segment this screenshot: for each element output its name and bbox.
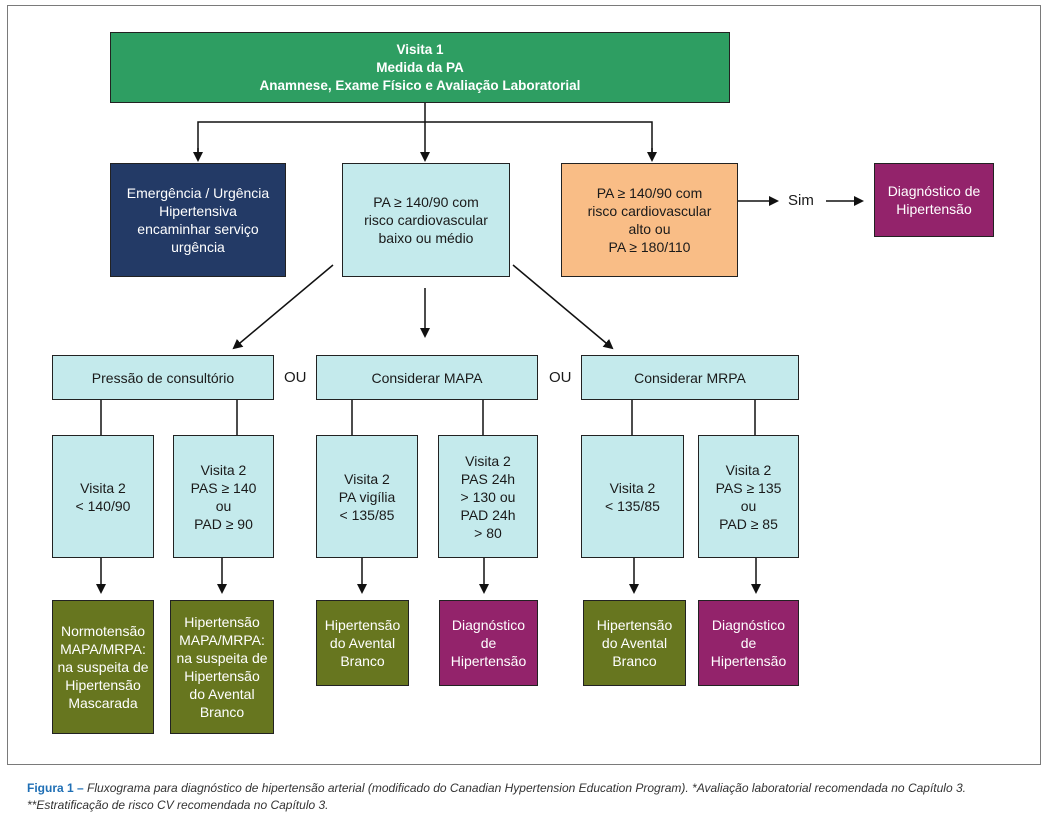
office-visit2-normal: Visita 2 < 140/90 — [52, 435, 154, 558]
diagnosis-top-box: Diagnóstico de Hipertensão — [874, 163, 994, 237]
figure-caption: Figura 1 – Fluxograma para diagnóstico d… — [27, 780, 1027, 814]
branch-bar — [197, 121, 653, 160]
emergency-box: Emergência / Urgência Hipertensiva encam… — [110, 163, 286, 277]
outcome-diagnosis-mapa: Diagnóstico de Hipertensão — [439, 600, 538, 686]
or-label-1: OU — [284, 369, 307, 386]
arrow-lowrisk-mrpa — [512, 264, 614, 350]
mapa-box: Considerar MAPA — [316, 355, 538, 400]
visit1-box: Visita 1 Medida da PA Anamnese, Exame Fí… — [110, 32, 730, 103]
outcome-white-coat-mapa: Hipertensão do Avental Branco — [316, 600, 409, 686]
outcome-normotension: Normotensão MAPA/MRPA: na suspeita de Hi… — [52, 600, 154, 734]
caption-text: Fluxograma para diagnóstico de hipertens… — [27, 781, 966, 812]
high-risk-box: PA ≥ 140/90 com risco cardiovascular alt… — [561, 163, 738, 277]
or-label-2: OU — [549, 369, 572, 386]
low-risk-box: PA ≥ 140/90 com risco cardiovascular bai… — [342, 163, 510, 277]
sim-label: Sim — [788, 192, 814, 209]
office-pressure-box: Pressão de consultório — [52, 355, 274, 400]
visit1-detail: Anamnese, Exame Físico e Avaliação Labor… — [259, 77, 581, 93]
arrow-lowrisk-office — [232, 264, 334, 350]
mapa-visit2-high: Visita 2 PAS 24h > 130 ou PAD 24h > 80 — [438, 435, 538, 558]
caption-label: Figura 1 – — [27, 781, 84, 795]
office-visit2-high: Visita 2 PAS ≥ 140 ou PAD ≥ 90 — [173, 435, 274, 558]
mapa-visit2-normal: Visita 2 PA vigília < 135/85 — [316, 435, 418, 558]
outcome-hypertension-mapa: Hipertensão MAPA/MRPA: na suspeita de Hi… — [170, 600, 274, 734]
outcome-diagnosis-mrpa: Diagnóstico de Hipertensão — [698, 600, 799, 686]
mrpa-visit2-normal: Visita 2 < 135/85 — [581, 435, 684, 558]
outcome-white-coat-mrpa: Hipertensão do Avental Branco — [583, 600, 686, 686]
visit1-title: Visita 1 — [396, 41, 444, 57]
visit1-subtitle: Medida da PA — [376, 59, 464, 75]
mrpa-box: Considerar MRPA — [581, 355, 799, 400]
mrpa-visit2-high: Visita 2 PAS ≥ 135 ou PAD ≥ 85 — [698, 435, 799, 558]
